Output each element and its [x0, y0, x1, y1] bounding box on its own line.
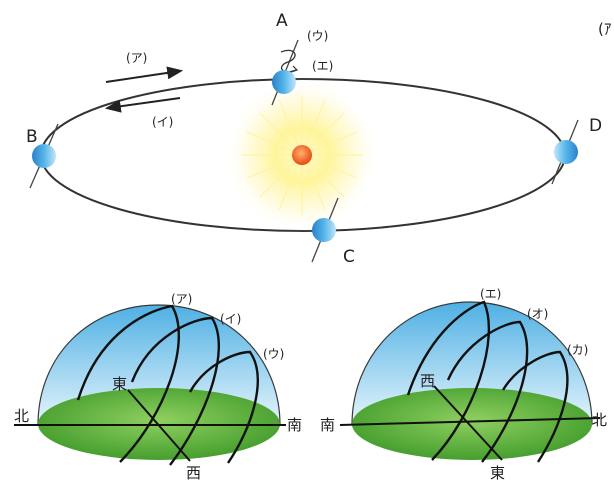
label-corner: (ｱ [598, 20, 612, 38]
dome-left: (ア) (イ) (ウ) 北 南 東 西 [14, 292, 302, 482]
sun-path-u-left [188, 350, 259, 464]
label-path-a-left: (ア) [171, 292, 192, 306]
dome-right: (エ) (オ) (カ) 南 北 西 東 [320, 287, 607, 482]
label-position-b: B [26, 127, 38, 147]
west-east-line-right [433, 385, 503, 461]
label-path-u-left: (ウ) [263, 347, 284, 361]
label-west-left: 西 [186, 464, 201, 482]
label-path-ka-right: (カ) [567, 343, 588, 357]
direction-arrow-forward [105, 66, 184, 83]
orbit-panel: A B C D (ア) (イ) (ウ) (エ) (ｱ [26, 11, 612, 267]
label-position-a: A [276, 11, 288, 31]
sun-path-i-left [130, 316, 220, 466]
label-east-right: 東 [490, 464, 505, 482]
sun-path-ka-right [501, 350, 569, 463]
rotation-arrow-icon [280, 49, 297, 73]
sun [224, 77, 380, 233]
ground-disc-right [352, 388, 592, 460]
east-west-line-left [127, 389, 191, 462]
earth-position-c [311, 197, 339, 263]
horizon-line-right [339, 417, 601, 426]
label-path-e-right: (エ) [480, 287, 501, 301]
label-direction-backward: (イ) [152, 115, 173, 129]
sun-core [292, 145, 312, 165]
label-south-right: 南 [320, 416, 335, 434]
label-path-i-left: (イ) [220, 312, 241, 326]
sun-path-o-right [446, 320, 529, 463]
label-north-left: 北 [14, 407, 29, 425]
label-axis-u: (ウ) [307, 29, 328, 43]
label-west-right: 西 [420, 372, 435, 390]
label-position-d: D [589, 116, 602, 136]
label-south-left: 南 [287, 416, 302, 434]
sun-path-a-left [76, 304, 180, 463]
earth-position-b [29, 123, 59, 189]
sun-path-e-right [406, 300, 491, 461]
label-east-left: 東 [112, 375, 127, 393]
label-position-c: C [343, 247, 355, 267]
label-path-o-right: (オ) [527, 307, 548, 321]
direction-arrow-backward [104, 97, 181, 113]
earth-position-a [271, 39, 299, 106]
earth-position-d [551, 119, 579, 185]
label-north-right: 北 [592, 411, 607, 429]
label-axis-e: (エ) [312, 59, 333, 73]
label-direction-forward: (ア) [126, 51, 147, 65]
